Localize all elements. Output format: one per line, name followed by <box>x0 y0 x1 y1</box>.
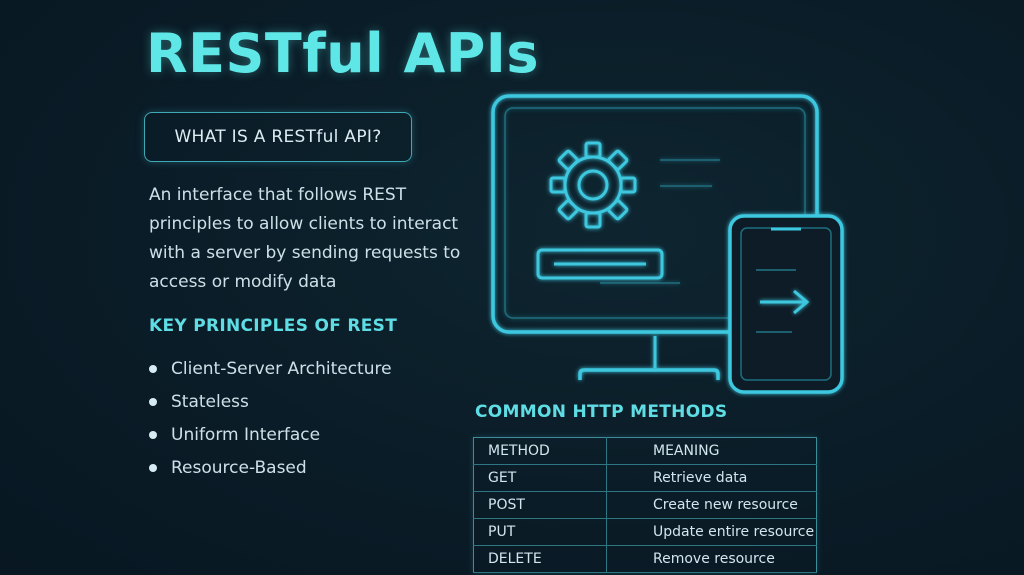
method-cell: DELETE <box>473 545 607 573</box>
table-row: DELETE Remove resource <box>473 545 817 573</box>
meaning-cell: Create new resource <box>606 491 817 519</box>
principle-label: Stateless <box>171 391 249 412</box>
principle-label: Uniform Interface <box>171 424 321 445</box>
page-title: RESTful APIs <box>146 22 540 85</box>
table-row: POST Create new resource <box>473 491 817 519</box>
principles-heading: KEY PRINCIPLES OF REST <box>149 316 398 336</box>
principle-label: Resource-Based <box>171 457 307 478</box>
principle-item: Client-Server Architecture <box>149 352 392 385</box>
meaning-cell: Remove resource <box>606 545 817 573</box>
gear-icon <box>549 141 637 229</box>
input-bar-icon <box>536 248 664 280</box>
meaning-cell: Update entire resource <box>606 518 817 546</box>
phone-icon <box>728 214 844 394</box>
method-cell: POST <box>473 491 607 519</box>
principle-item: Uniform Interface <box>149 418 392 451</box>
meaning-cell: Retrieve data <box>606 464 817 492</box>
column-header-meaning: MEANING <box>606 437 817 465</box>
method-cell: GET <box>473 464 607 492</box>
bullet-icon <box>149 364 157 373</box>
principle-label: Client-Server Architecture <box>171 358 392 379</box>
monitor-icon <box>491 94 819 380</box>
what-is-label: WHAT IS A RESTful API? <box>174 127 382 147</box>
table-row: PUT Update entire resource <box>473 518 817 546</box>
bullet-icon <box>149 463 157 472</box>
methods-heading: COMMON HTTP METHODS <box>475 402 728 422</box>
table-row: GET Retrieve data <box>473 464 817 492</box>
methods-table: METHOD MEANING GET Retrieve data POST Cr… <box>473 437 817 573</box>
device-illustration <box>491 94 844 394</box>
method-cell: PUT <box>473 518 607 546</box>
table-header-row: METHOD MEANING <box>473 437 817 465</box>
column-header-method: METHOD <box>473 437 607 465</box>
description-text: An interface that follows REST principle… <box>149 185 461 292</box>
principle-item: Resource-Based <box>149 451 392 484</box>
bullet-icon <box>149 397 157 406</box>
principles-list: Client-Server Architecture Stateless Uni… <box>149 352 392 484</box>
principle-item: Stateless <box>149 385 392 418</box>
arrow-right-icon <box>760 289 810 315</box>
bullet-icon <box>149 430 157 439</box>
what-is-box: WHAT IS A RESTful API? <box>144 112 412 162</box>
